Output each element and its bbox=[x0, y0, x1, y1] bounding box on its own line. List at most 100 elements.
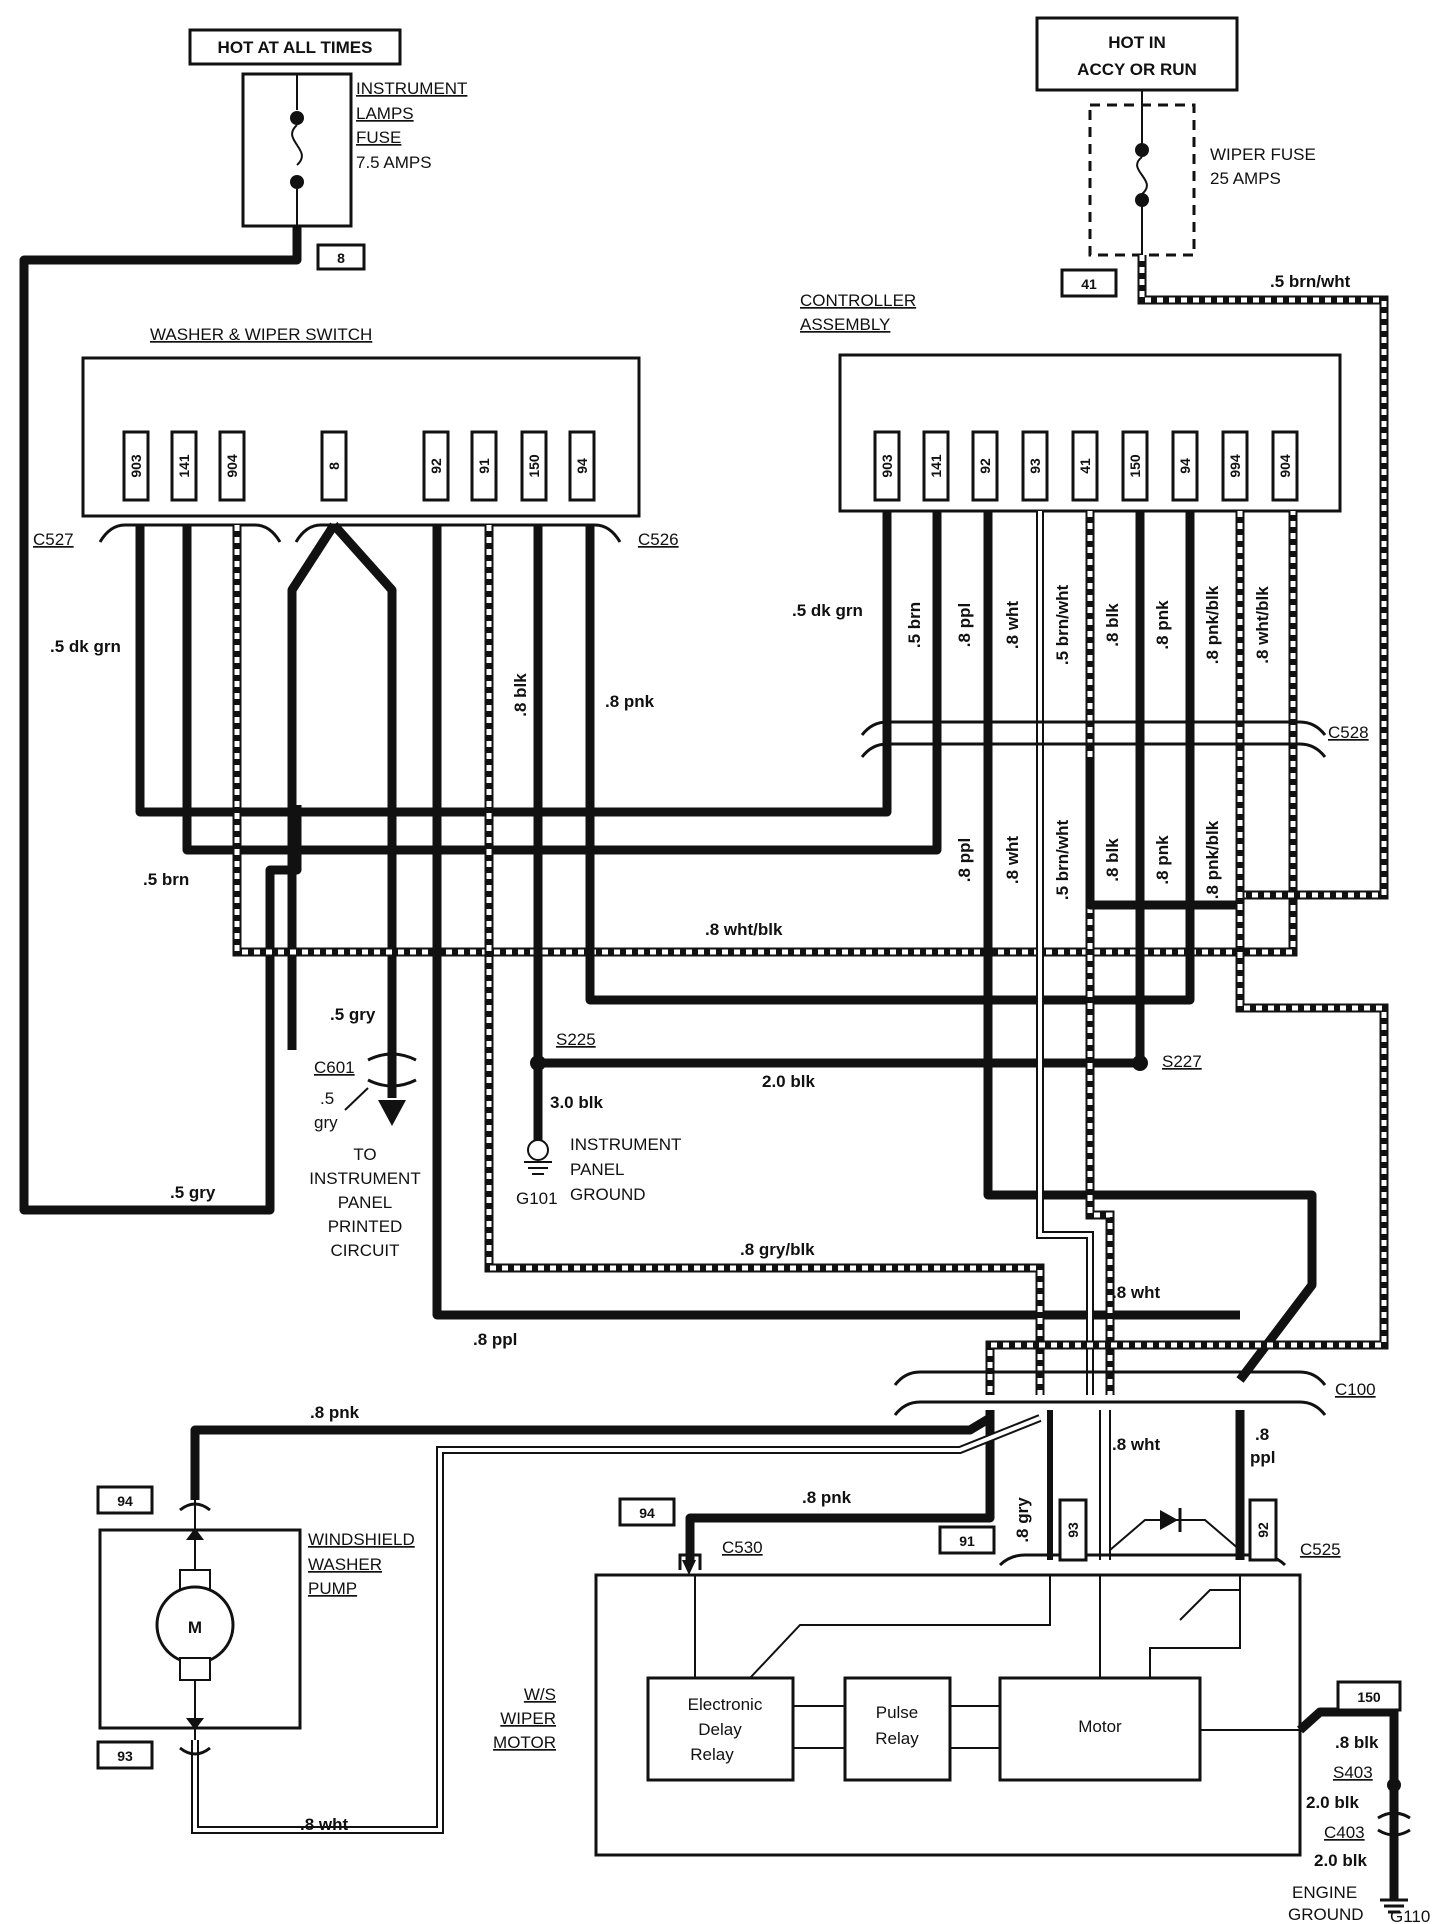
controller-pin-150: 150 bbox=[1121, 430, 1149, 502]
svg-text:INSTRUMENT: INSTRUMENT bbox=[356, 79, 467, 98]
svg-text:ASSEMBLY: ASSEMBLY bbox=[800, 315, 890, 334]
circuit-tag-8: 8 bbox=[316, 243, 366, 271]
label-dkgrn-left: .5 dk grn bbox=[50, 637, 121, 656]
label-wht-8-mid: .8 wht bbox=[1112, 1283, 1161, 1302]
hot-at-all-times-source: HOT AT ALL TIMES bbox=[188, 28, 402, 66]
svg-text:93: 93 bbox=[1065, 1522, 1081, 1538]
svg-text:Pulse: Pulse bbox=[876, 1703, 919, 1722]
circuit-tag-94-pump: 94 bbox=[96, 1485, 154, 1515]
label-brn-left: .5 brn bbox=[143, 870, 189, 889]
label-wht-8-pump: .8 wht bbox=[300, 1815, 349, 1834]
controller-pin-994: 994 bbox=[1221, 430, 1249, 502]
svg-text:903: 903 bbox=[879, 454, 895, 478]
controller-pin-93: 93 bbox=[1021, 430, 1049, 502]
ctrl-label-top-7: .8 pnk/blk bbox=[1203, 585, 1222, 664]
wire-dkgrn bbox=[135, 511, 892, 817]
switch-pin-8: 8 bbox=[320, 430, 348, 502]
svg-text:C527: C527 bbox=[33, 530, 74, 549]
svg-text:CIRCUIT: CIRCUIT bbox=[331, 1241, 400, 1260]
connector-c403-label: C403 bbox=[1324, 1823, 1365, 1842]
ctrl-label-bottom-3: .5 brn/wht bbox=[1053, 820, 1072, 901]
svg-text:WASHER & WIPER SWITCH: WASHER & WIPER SWITCH bbox=[150, 325, 372, 344]
svg-text:141: 141 bbox=[928, 454, 944, 478]
svg-text:94: 94 bbox=[574, 458, 590, 474]
connector-c525: C525 bbox=[998, 1540, 1341, 1567]
label-blk-2-0-g110-b: 2.0 blk bbox=[1314, 1851, 1367, 1870]
switch-pin-92: 92 bbox=[422, 430, 450, 502]
connector-c530: C530 bbox=[678, 1538, 763, 1575]
switch-pin-141: 141 bbox=[170, 430, 198, 502]
circuit-tag-93-c525: 93 bbox=[1058, 1498, 1088, 1562]
svg-text:C100: C100 bbox=[1335, 1380, 1376, 1399]
svg-text:PANEL: PANEL bbox=[570, 1160, 625, 1179]
ground-g101: G101 INSTRUMENT PANEL GROUND bbox=[516, 1135, 681, 1208]
svg-text:92: 92 bbox=[977, 458, 993, 474]
label-ppl-8-c525-a: .8 bbox=[1255, 1425, 1269, 1444]
svg-text:91: 91 bbox=[476, 458, 492, 474]
svg-text:PUMP: PUMP bbox=[308, 1579, 357, 1598]
svg-text:HOT IN: HOT IN bbox=[1108, 33, 1166, 52]
ctrl-label-bottom-1: .8 ppl bbox=[955, 838, 974, 882]
svg-text:GROUND: GROUND bbox=[570, 1185, 646, 1204]
splice-s403-label: S403 bbox=[1333, 1763, 1373, 1782]
washer-wiper-switch: WASHER & WIPER SWITCH 903 141 904 8 92 9… bbox=[81, 325, 641, 518]
label-gry-8-c525: .8 gry bbox=[1013, 1497, 1032, 1543]
controller-pin-903: 903 bbox=[873, 430, 901, 502]
splice-s225-label: S225 bbox=[556, 1030, 596, 1049]
switch-pin-903: 903 bbox=[122, 430, 150, 502]
label-blk-2-0-g110-a: 2.0 blk bbox=[1306, 1793, 1359, 1812]
circuit-tag-91-c525: 91 bbox=[938, 1525, 996, 1555]
ctrl-label-top-3: .8 wht bbox=[1003, 601, 1022, 650]
svg-text:G101: G101 bbox=[516, 1189, 558, 1208]
label-blk-2-0: 2.0 blk bbox=[762, 1072, 815, 1091]
svg-text:WASHER: WASHER bbox=[308, 1555, 382, 1574]
svg-text:7.5 AMPS: 7.5 AMPS bbox=[356, 153, 432, 172]
svg-text:904: 904 bbox=[1277, 454, 1293, 478]
label-dkgrn-right: .5 dk grn bbox=[792, 601, 863, 620]
svg-text:FUSE: FUSE bbox=[356, 128, 401, 147]
svg-text:C530: C530 bbox=[722, 1538, 763, 1557]
connector-c601: C601 .5 gry bbox=[314, 1052, 417, 1132]
splice-s227-label: S227 bbox=[1162, 1052, 1202, 1071]
connector-c526: C526 bbox=[294, 523, 679, 549]
svg-text:WIPER: WIPER bbox=[500, 1709, 556, 1728]
connector-c403 bbox=[1377, 1811, 1411, 1837]
hot-in-accy-run-source: HOT IN ACCY OR RUN bbox=[1035, 16, 1239, 92]
svg-text:GROUND: GROUND bbox=[1288, 1905, 1364, 1924]
circuit-tag-150: 150 bbox=[1336, 1680, 1402, 1712]
controller-pin-94: 94 bbox=[1171, 430, 1199, 502]
svg-text:WIPER FUSE: WIPER FUSE bbox=[1210, 145, 1316, 164]
electronic-delay-relay: Electronic Delay Relay bbox=[646, 1676, 795, 1782]
connector-c528: C528 bbox=[860, 720, 1369, 758]
svg-text:Relay: Relay bbox=[875, 1729, 919, 1748]
svg-text:.5: .5 bbox=[320, 1089, 334, 1108]
svg-text:PRINTED: PRINTED bbox=[328, 1217, 403, 1236]
label-blk-3-0: 3.0 blk bbox=[550, 1093, 603, 1112]
pulse-relay: Pulse Relay bbox=[843, 1676, 952, 1782]
wiper-motor-unit: Motor bbox=[998, 1676, 1202, 1782]
svg-text:C526: C526 bbox=[638, 530, 679, 549]
switch-pin-94: 94 bbox=[568, 430, 596, 502]
svg-text:Motor: Motor bbox=[1078, 1717, 1122, 1736]
label-wht-8-c525: .8 wht bbox=[1112, 1435, 1161, 1454]
svg-text:92: 92 bbox=[428, 458, 444, 474]
label-pnk-8: .8 pnk bbox=[605, 692, 655, 711]
wire-brn bbox=[182, 511, 942, 855]
svg-text:94: 94 bbox=[1177, 458, 1193, 474]
svg-text:gry: gry bbox=[314, 1113, 338, 1132]
label-gry-5-bottom: .5 gry bbox=[170, 1183, 216, 1202]
ctrl-label-top-4: .5 brn/wht bbox=[1053, 585, 1072, 666]
svg-text:150: 150 bbox=[1127, 454, 1143, 478]
svg-text:25 AMPS: 25 AMPS bbox=[1210, 169, 1281, 188]
svg-text:Electronic: Electronic bbox=[688, 1695, 763, 1714]
ctrl-label-top-1: .5 brn bbox=[905, 602, 924, 648]
svg-text:Relay: Relay bbox=[690, 1745, 734, 1764]
svg-text:HOT AT ALL TIMES: HOT AT ALL TIMES bbox=[218, 38, 373, 57]
svg-text:TO: TO bbox=[353, 1145, 376, 1164]
circuit-tag-94-c530: 94 bbox=[618, 1497, 676, 1527]
label-blk-8-g110: .8 blk bbox=[1335, 1733, 1379, 1752]
wire-ppl bbox=[432, 525, 1240, 1320]
controller-pin-141: 141 bbox=[922, 430, 950, 502]
svg-text:CONTROLLER: CONTROLLER bbox=[800, 291, 916, 310]
